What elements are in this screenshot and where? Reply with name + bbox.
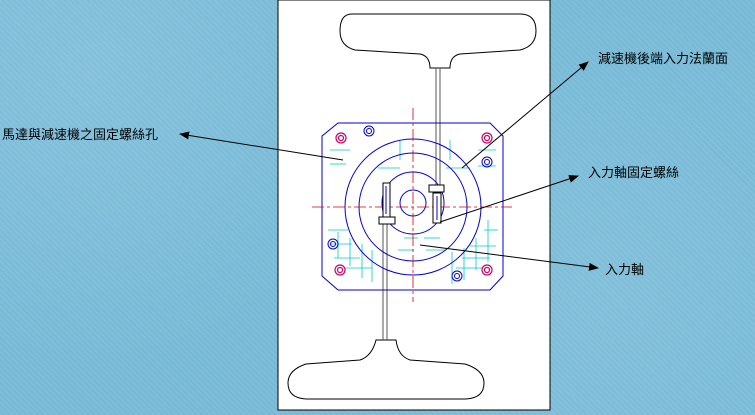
label-input-shaft: 入力軸 [605,263,645,278]
arrow-input-shaft [419,244,599,271]
input-shaft-clamp-detail [385,186,438,220]
leader-lines [179,61,599,271]
motor-flange-plate [321,122,504,291]
label-input-flange: 減速機後端入力法蘭面 [598,52,729,67]
arrow-input-flange [461,61,589,169]
arrow-mount-holes [179,131,344,161]
top-shaft-rod [435,68,441,200]
top-t-handle [339,13,537,69]
mounting-bolt-holes [334,132,493,276]
flange-hatching [328,140,498,284]
arrow-input-shaft-screw [439,175,579,223]
bottom-shaft-rod [382,215,388,340]
drawing-sheet [277,0,551,411]
label-mount-holes: 馬達與減速機之固定螺絲孔 [2,128,159,143]
secondary-holes [327,125,493,282]
label-input-shaft-screw: 入力軸固定螺絲 [588,166,680,181]
bottom-t-handle [287,339,485,400]
centerlines [312,108,512,302]
